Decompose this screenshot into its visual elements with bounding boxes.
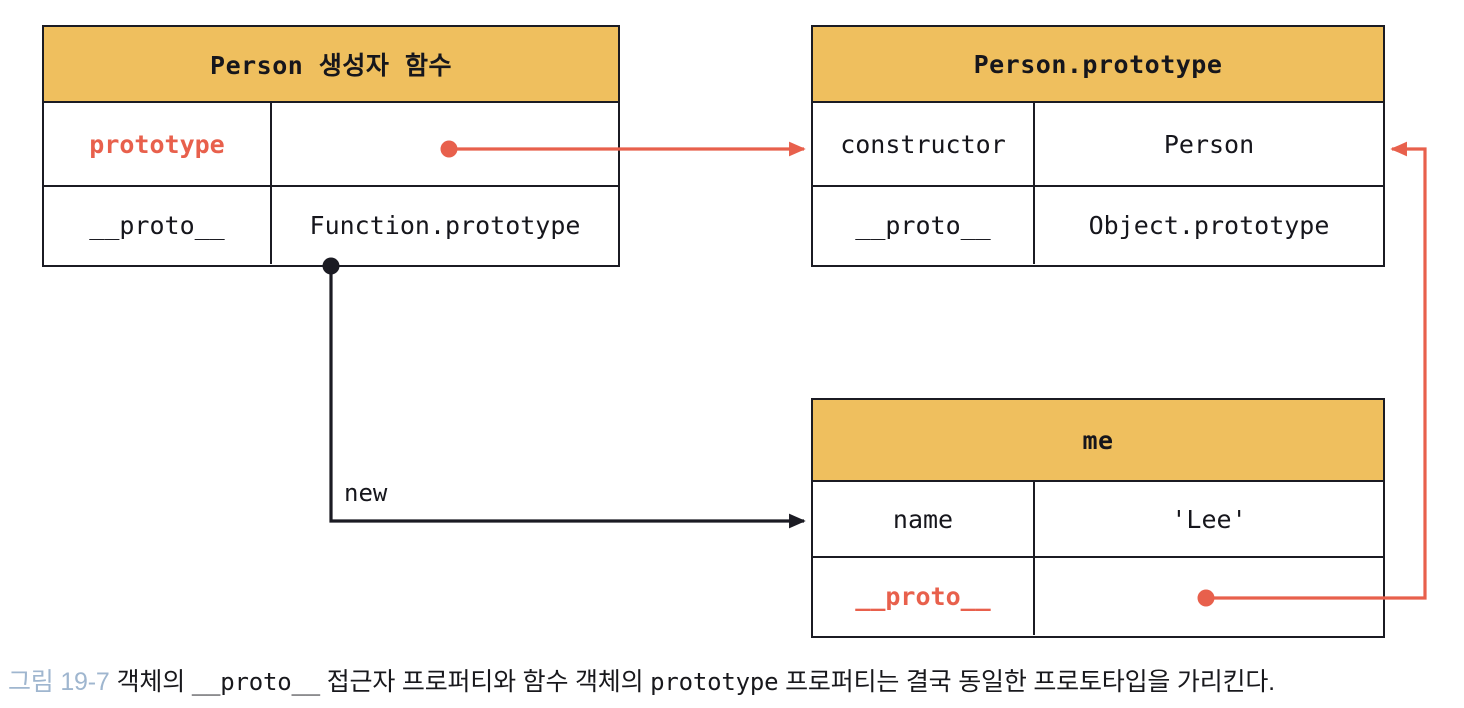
- table-person-prototype-title: Person.prototype: [813, 27, 1383, 103]
- table-row: prototype: [44, 103, 618, 187]
- caption-part-3: 프로퍼티는 결국 동일한 프로토타입을 가리킨다.: [778, 668, 1275, 696]
- property-value-function-prototype: Function.prototype: [309, 211, 581, 240]
- table-row: __proto__ Object.prototype: [813, 187, 1383, 264]
- property-key-proto: __proto__: [813, 187, 1035, 264]
- property-key-constructor: constructor: [813, 103, 1035, 185]
- caption-code-prototype: prototype: [650, 668, 779, 696]
- caption-part-1: 객체의: [116, 668, 192, 696]
- figure-number: 그림 19-7: [8, 668, 110, 696]
- property-key-name: name: [813, 482, 1035, 556]
- property-value-object-prototype: Object.prototype: [1088, 211, 1330, 240]
- table-person-constructor-function-title: Person 생성자 함수: [44, 27, 618, 103]
- table-row: constructor Person: [813, 103, 1383, 187]
- property-value-lee: 'Lee': [1171, 504, 1247, 534]
- property-value-prototype: [272, 103, 618, 185]
- property-key-prototype: prototype: [44, 103, 272, 185]
- table-me-instance-title: me: [813, 400, 1383, 482]
- property-value-proto: [1035, 558, 1383, 635]
- connector-new-instance: [322, 257, 806, 529]
- table-row: __proto__: [813, 558, 1383, 635]
- table-person-prototype: Person.prototype constructor Person __pr…: [811, 25, 1385, 267]
- caption-part-2: 접근자 프로퍼티와 함수 객체의: [320, 668, 651, 696]
- property-key-proto: __proto__: [813, 558, 1035, 635]
- table-row: name 'Lee': [813, 482, 1383, 558]
- property-value-person: Person: [1163, 129, 1255, 159]
- connector-label-new: new: [344, 479, 388, 507]
- caption-code-proto: __proto__: [191, 668, 320, 696]
- table-person-constructor-function: Person 생성자 함수 prototype __proto__ Functi…: [42, 25, 620, 267]
- table-row: __proto__ Function.prototype: [44, 187, 618, 264]
- property-key-proto: __proto__: [44, 187, 272, 264]
- table-me-instance: me name 'Lee' __proto__: [811, 398, 1385, 638]
